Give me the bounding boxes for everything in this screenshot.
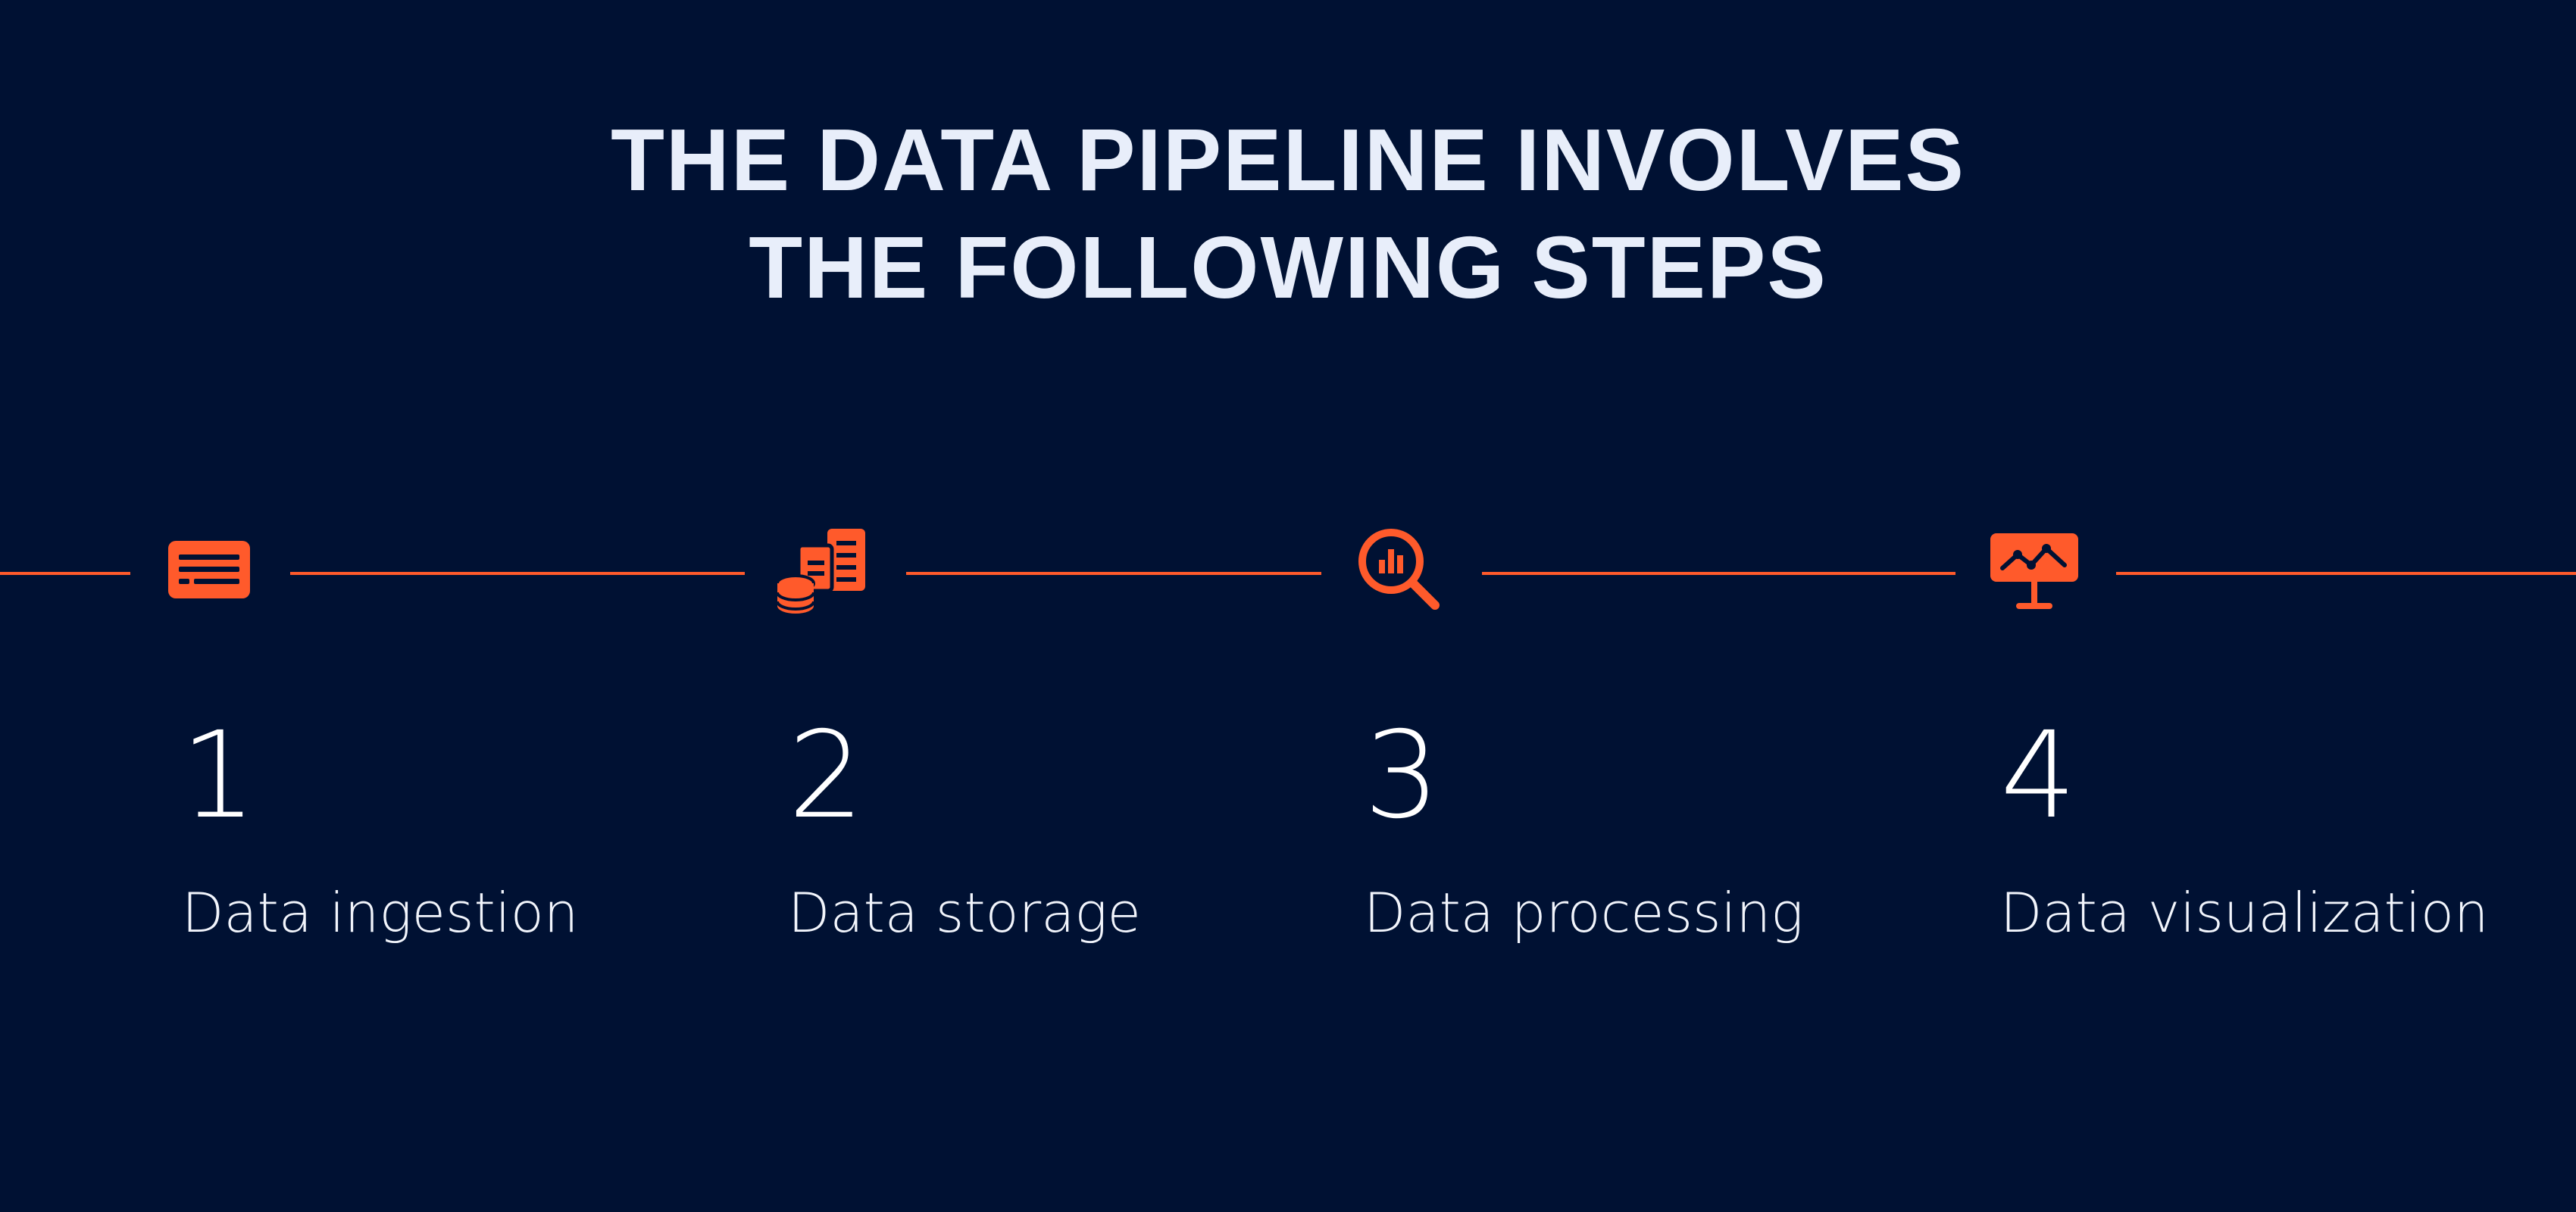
page-title: THE DATA PIPELINE INVOLVES THE FOLLOWING… — [0, 106, 2576, 321]
step-number-1: 1 — [180, 706, 257, 845]
keyboard-icon — [168, 541, 250, 598]
presentation-chart-icon — [1990, 533, 2078, 609]
magnifier-chart-icon — [1358, 529, 1440, 610]
step-number-2: 2 — [788, 706, 864, 845]
connector-line-1-2 — [290, 572, 745, 575]
step-label-1: Data ingestion — [182, 881, 579, 945]
step-number-4: 4 — [2000, 706, 2077, 845]
title-line-2: THE FOLLOWING STEPS — [749, 218, 1827, 317]
connector-line-2-3 — [906, 572, 1321, 575]
step-number-3: 3 — [1364, 706, 1440, 845]
step-label-4: Data visualization — [2000, 881, 2489, 945]
connector-line-3-4 — [1482, 572, 1955, 575]
connector-line-left — [0, 572, 130, 575]
connector-line-right — [2116, 572, 2576, 575]
step-label-3: Data processing — [1364, 881, 1804, 945]
step-label-2: Data storage — [788, 881, 1141, 945]
title-line-1: THE DATA PIPELINE INVOLVES — [611, 111, 1965, 209]
database-icon — [776, 529, 865, 614]
